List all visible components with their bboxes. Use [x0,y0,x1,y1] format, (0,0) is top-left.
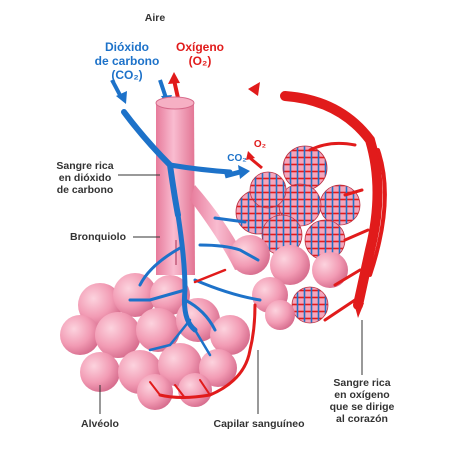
co2-exit-arrow [110,79,123,98]
o2-small-label: O₂ [253,139,267,150]
alveolus-label: Alvéolo [81,418,119,430]
blood-co2-line3: de carbono [56,184,114,196]
co2-label-line1: Dióxido [105,40,149,54]
o2-label-name: Oxígeno [175,40,224,54]
blood-o2-line2: en oxígeno [334,389,390,401]
blood-o2-label: Sangre rica en oxígeno que se dirige al … [318,377,406,425]
blue-vessel [121,109,262,357]
red-vessel [149,91,387,399]
blood-co2-line1: Sangre rica [56,160,114,172]
alveolus-cluster-left [60,273,250,410]
bronchiole-label: Bronquiolo [70,231,126,243]
exchange-arrows [224,151,263,179]
capillary-label: Capilar sanguíneo [213,418,305,430]
o2-in-arrow-blue [158,79,168,99]
co2-label: Dióxido de carbono (CO₂) [92,40,162,82]
leader-lines [99,174,363,414]
blood-o2-line1: Sangre rica [333,377,391,389]
blood-co2-line2: en dióxido [58,172,112,184]
air-label: Aire [144,12,166,24]
co2-small-label: CO₂ [227,153,247,164]
red-arrows [248,82,364,318]
blood-o2-line3: que se dirige [329,401,395,413]
co2-label-line2: de carbono [94,54,160,68]
blood-o2-line4: al corazón [336,413,388,425]
o2-label: Oxígeno (O₂) [170,40,230,68]
blood-co2-label: Sangre rica en dióxido de carbono [50,160,120,196]
alveolus-cluster-right [230,145,361,330]
co2-label-formula: (CO₂) [111,68,143,82]
o2-label-formula: (O₂) [188,54,212,68]
